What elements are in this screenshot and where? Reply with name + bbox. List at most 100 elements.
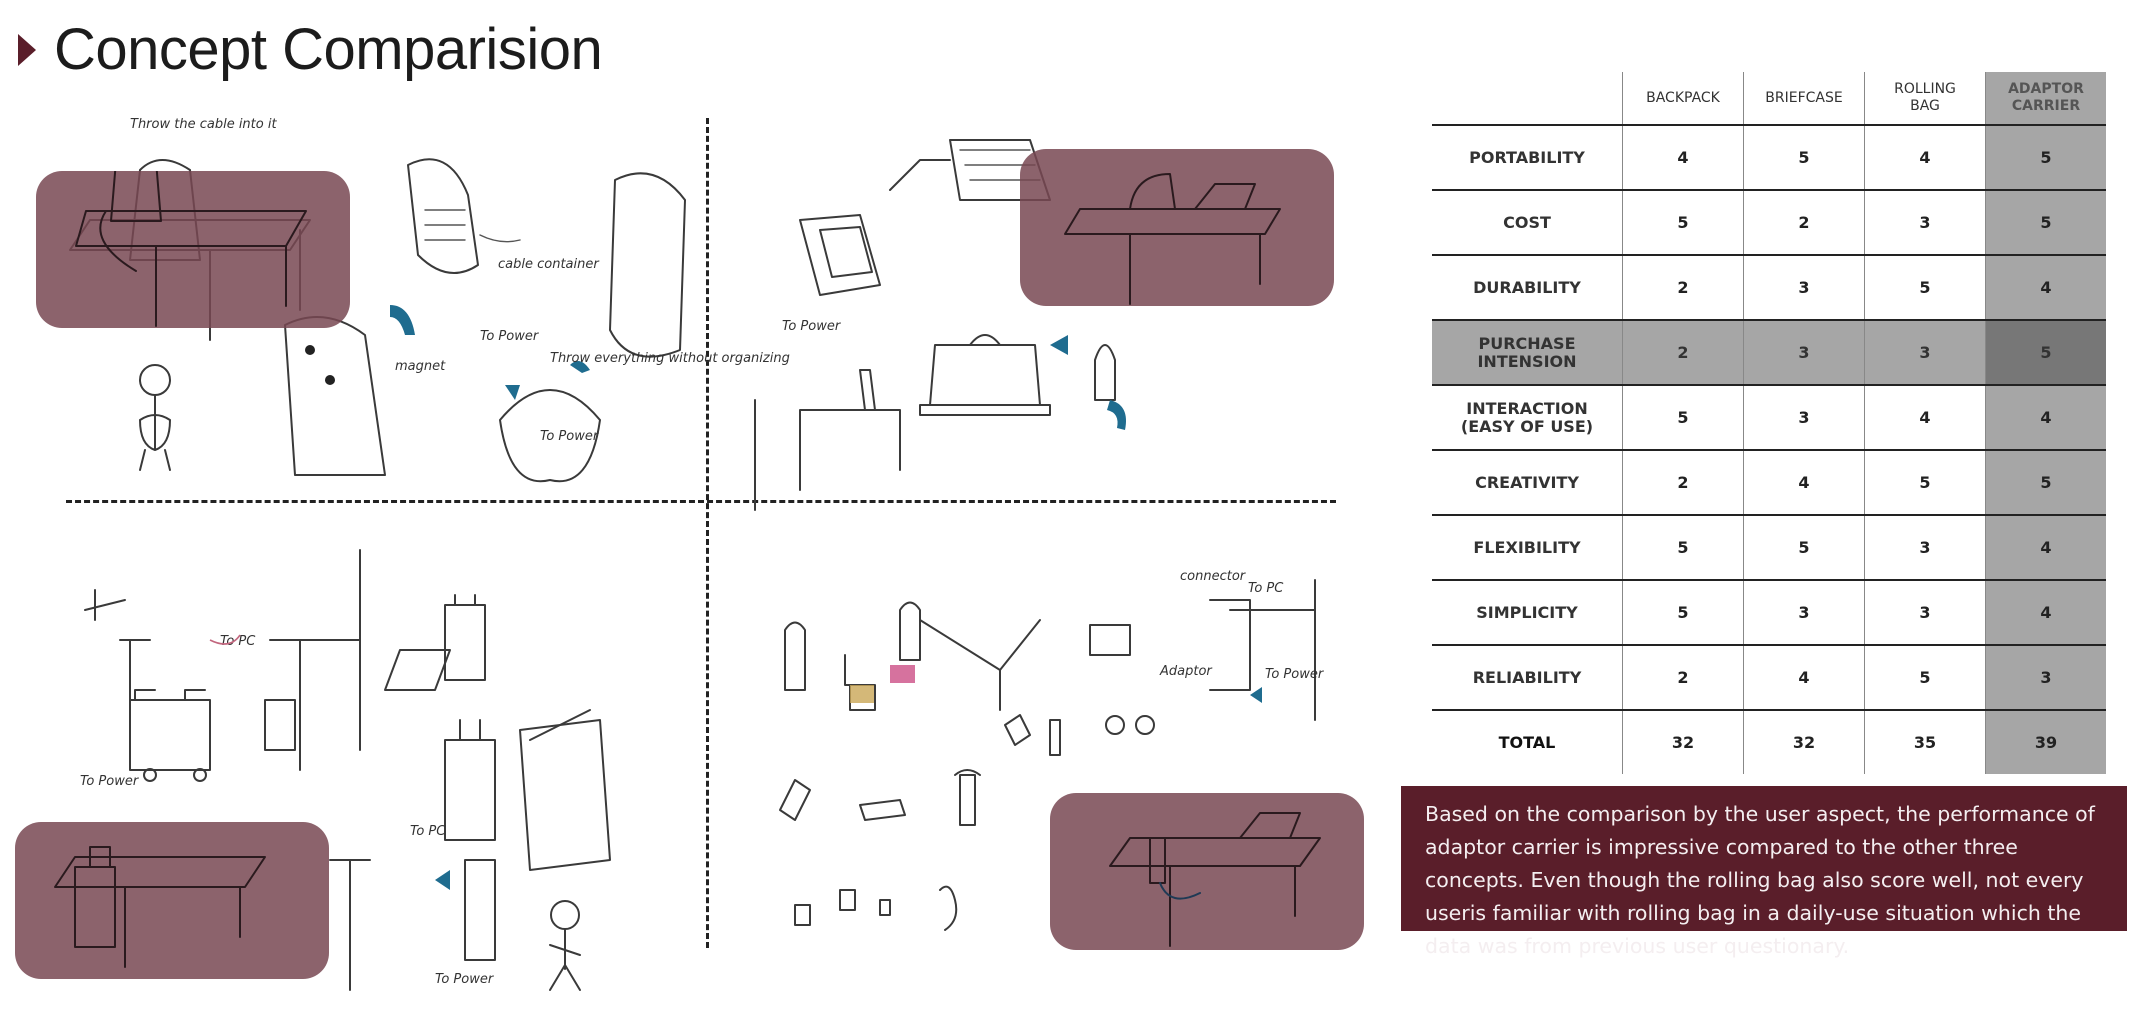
row-label: PURCHASE INTENSION <box>1432 320 1623 386</box>
table-row: RELIABILITY 2 4 5 3 <box>1432 645 2106 711</box>
score-cell: 4 <box>1985 580 2106 646</box>
backpack-highlight-overlay <box>36 171 350 328</box>
svg-text:To Power: To Power <box>1265 667 1325 682</box>
table-row: DURABILITY 2 3 5 4 <box>1432 255 2106 321</box>
score-cell: 3 <box>1864 515 1986 581</box>
svg-text:Adaptor: Adaptor <box>1159 664 1213 679</box>
score-cell: 3 <box>1743 385 1865 451</box>
row-label: INTERACTION (EASY OF USE) <box>1432 385 1623 451</box>
svg-text:Throw the cable into it: Throw the cable into it <box>130 117 277 132</box>
row-label: FLEXIBILITY <box>1432 515 1623 581</box>
score-cell: 3 <box>1864 190 1986 256</box>
score-cell: 3 <box>1743 320 1865 386</box>
svg-text:cable container: cable container <box>498 257 600 272</box>
rolling-bag-sketches: To PC To Power To PC To Power <box>80 520 700 990</box>
table-total-row: TOTAL 32 32 35 39 <box>1432 710 2106 774</box>
score-cell: 4 <box>1985 515 2106 581</box>
row-label: CREATIVITY <box>1432 450 1623 516</box>
row-label: RELIABILITY <box>1432 645 1623 711</box>
svg-text:connector: connector <box>1180 569 1247 584</box>
score-cell: 3 <box>1743 580 1865 646</box>
score-cell: 5 <box>1622 580 1744 646</box>
concept-comparison-table: BACKPACK BRIEFCASE ROLLING BAG ADAPTOR C… <box>1432 72 2106 774</box>
score-cell: 4 <box>1743 645 1865 711</box>
score-cell: 5 <box>1622 515 1744 581</box>
row-label: DURABILITY <box>1432 255 1623 321</box>
total-cell: 35 <box>1864 710 1986 774</box>
score-cell: 3 <box>1985 645 2106 711</box>
score-cell: 5 <box>1985 190 2106 256</box>
score-cell: 3 <box>1864 580 1986 646</box>
adaptor-carrier-highlight-overlay <box>1050 793 1364 950</box>
summary-text: Based on the comparison by the user aspe… <box>1425 802 2095 958</box>
total-cell: 39 <box>1985 710 2106 774</box>
svg-text:To Power: To Power <box>80 774 140 789</box>
table-header-row: BACKPACK BRIEFCASE ROLLING BAG ADAPTOR C… <box>1432 72 2106 126</box>
score-cell: 5 <box>1622 190 1744 256</box>
svg-text:To Power: To Power <box>480 329 540 344</box>
score-cell: 4 <box>1864 385 1986 451</box>
score-cell: 3 <box>1743 255 1865 321</box>
score-cell: 5 <box>1985 125 2106 191</box>
backpack-sketches: To Power To Power cable container magnet… <box>30 117 790 480</box>
column-header-rolling-bag: ROLLING BAG <box>1864 72 1986 126</box>
table-row: COST 5 2 3 5 <box>1432 190 2106 256</box>
score-cell: 5 <box>1985 450 2106 516</box>
row-label: COST <box>1432 190 1623 256</box>
summary-box: Based on the comparison by the user aspe… <box>1401 786 2127 958</box>
rolling-bag-header-text: ROLLING BAG <box>1894 81 1956 114</box>
svg-text:magnet: magnet <box>395 359 446 374</box>
svg-text:To PC: To PC <box>410 824 446 839</box>
page-header: Concept Comparision <box>18 16 603 83</box>
score-cell: 5 <box>1864 255 1986 321</box>
score-cell: 5 <box>1864 450 1986 516</box>
score-cell: 5 <box>1743 515 1865 581</box>
score-cell: 4 <box>1743 450 1865 516</box>
row-label: SIMPLICITY <box>1432 580 1623 646</box>
column-header-briefcase: BRIEFCASE <box>1743 72 1865 126</box>
score-cell: 4 <box>1985 255 2106 321</box>
column-header-backpack: BACKPACK <box>1622 72 1744 126</box>
score-cell: 2 <box>1743 190 1865 256</box>
score-cell: 5 <box>1985 320 2106 386</box>
table-row: FLEXIBILITY 5 5 3 4 <box>1432 515 2106 581</box>
adaptor-carrier-sketches: connector To PC Adaptor To Power <box>760 569 1325 980</box>
svg-text:To Power: To Power <box>435 972 495 987</box>
page-title: Concept Comparision <box>54 17 603 82</box>
svg-text:Throw everything without organ: Throw everything without organizing <box>550 351 790 366</box>
briefcase-highlight-overlay <box>1020 149 1334 306</box>
column-header-adaptor-carrier: ADAPTOR CARRIER <box>1985 72 2106 126</box>
svg-text:To Power: To Power <box>782 319 842 334</box>
score-cell: 2 <box>1622 645 1744 711</box>
backpack-desk-sketch <box>75 171 307 327</box>
row-label-total: TOTAL <box>1498 732 1556 752</box>
interaction-label: INTERACTION (EASY OF USE) <box>1460 398 1594 436</box>
table-row: INTERACTION (EASY OF USE) 5 3 4 4 <box>1432 385 2106 451</box>
score-cell: 4 <box>1622 125 1744 191</box>
score-cell: 4 <box>1985 385 2106 451</box>
quadrant-divider-vertical <box>706 118 709 948</box>
purchase-intension-label: PURCHASE INTENSION <box>1477 333 1577 371</box>
adaptor-carrier-header-text: ADAPTOR CARRIER <box>2008 81 2084 114</box>
table-row: CREATIVITY 2 4 5 5 <box>1432 450 2106 516</box>
rolling-bag-desk-sketch <box>54 846 266 968</box>
score-cell: 4 <box>1864 125 1986 191</box>
score-cell: 3 <box>1864 320 1986 386</box>
adaptor-carrier-desk-sketch <box>1109 812 1321 947</box>
svg-text:To PC: To PC <box>1248 581 1284 596</box>
briefcase-sketches: To Power <box>740 130 1126 490</box>
score-cell: 2 <box>1622 320 1744 386</box>
rolling-bag-highlight-overlay <box>15 822 329 979</box>
table-corner <box>1432 72 1623 126</box>
svg-text:To PC: To PC <box>220 634 256 649</box>
svg-text:To Power: To Power <box>540 429 600 444</box>
table-row: SIMPLICITY 5 3 3 4 <box>1432 580 2106 646</box>
score-cell: 2 <box>1622 255 1744 321</box>
score-cell: 5 <box>1864 645 1986 711</box>
briefcase-desk-sketch <box>1064 173 1281 305</box>
table-row: PORTABILITY 4 5 4 5 <box>1432 125 2106 191</box>
quadrant-divider-horizontal <box>66 500 1336 503</box>
row-label: PORTABILITY <box>1432 125 1623 191</box>
title-arrow-icon <box>18 33 36 66</box>
score-cell: 5 <box>1622 385 1744 451</box>
